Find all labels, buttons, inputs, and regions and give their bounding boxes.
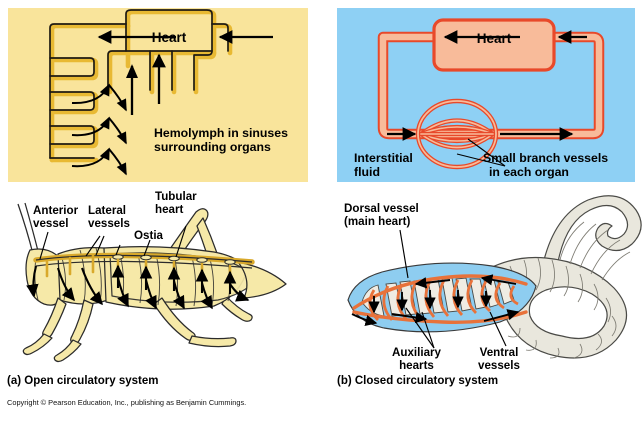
closed-circuit-vessel [377, 31, 605, 140]
caption-open-system: (a) Open circulatory system [7, 375, 159, 387]
label-ostia: Ostia [134, 229, 163, 242]
closed-system-diagram: Heart Interstitial fluid Small branch ve… [354, 18, 608, 179]
closed-flow-arrows [387, 30, 587, 141]
label-ostia-line1: Ostia [134, 229, 163, 242]
open-flow-arrows [97, 30, 273, 115]
open-system-diagram: Heart Hemolymph in sinuses surrounding o… [49, 9, 288, 176]
label-anterior-vessel: Anterior vessel [33, 204, 78, 230]
earthworm-flow-arrows [351, 274, 520, 326]
interstitial-fluid-label-line2: fluid [354, 165, 380, 179]
hemolymph-flow-arrows [26, 264, 250, 310]
tubular-heart-vessel [33, 252, 255, 269]
label-tubular-heart-line1: Tubular [155, 190, 197, 203]
grasshopper-diagram [17, 202, 287, 363]
caption-closed-system: (b) Closed circulatory system [337, 375, 499, 387]
hemolymph-label-line2: surrounding organs [154, 140, 271, 154]
label-lateral-vessels-line1: Lateral [88, 204, 127, 217]
label-dorsal-vessel: Dorsal vessel (main heart) [344, 202, 419, 228]
grasshopper-illustration-panel: Anterior vessel Lateral vessels Ostia Tu… [0, 188, 320, 368]
label-tubular-heart-line2: heart [155, 202, 184, 216]
grasshopper-leader-lines [39, 225, 187, 260]
branch-vessels-label-line2: in each organ [489, 165, 569, 179]
label-lateral-vessels: Lateral vessels [88, 204, 130, 230]
interstitial-fluid-label-line1: Interstitial [354, 151, 413, 165]
open-heart-label: Heart [152, 30, 187, 45]
label-tubular-heart: Tubular heart [155, 190, 197, 216]
open-sinus-arrows [71, 83, 127, 176]
closed-system-schematic-panel: Heart Interstitial fluid Small branch ve… [337, 8, 635, 182]
branch-vessel-leader-lines [456, 138, 506, 167]
closed-heart-label: Heart [477, 31, 512, 46]
label-ventral-vessels-line2: vessels [478, 358, 520, 372]
open-system-schematic-panel: Heart Hemolymph in sinuses surrounding o… [8, 8, 308, 182]
capillary-bed [415, 98, 499, 170]
label-dorsal-vessel-line1: Dorsal vessel [344, 202, 419, 215]
label-ventral-vessels: Ventral vessels [478, 346, 520, 372]
label-auxiliary-hearts: Auxiliary hearts [392, 346, 441, 372]
label-ventral-vessels-line1: Ventral [479, 346, 519, 359]
ostia-openings [112, 254, 236, 265]
earthworm-diagram [347, 195, 642, 359]
copyright-notice: Copyright © Pearson Education, Inc., pub… [7, 398, 247, 407]
label-auxiliary-hearts-line2: hearts [399, 358, 434, 372]
label-auxiliary-hearts-line1: Auxiliary [392, 346, 441, 359]
label-dorsal-vessel-line2: (main heart) [344, 214, 411, 228]
label-anterior-vessel-line2: vessel [33, 216, 69, 230]
label-lateral-vessels-line2: vessels [88, 216, 130, 230]
earthworm-illustration-panel: Dorsal vessel (main heart) Auxiliary hea… [330, 188, 643, 372]
hemolymph-label-line1: Hemolymph in sinuses [154, 126, 288, 140]
closed-heart-box [432, 18, 556, 72]
branch-vessels-label-line1: Small branch vessels [483, 151, 608, 165]
label-anterior-vessel-line1: Anterior [33, 204, 79, 217]
earthworm-leader-lines [399, 229, 507, 349]
